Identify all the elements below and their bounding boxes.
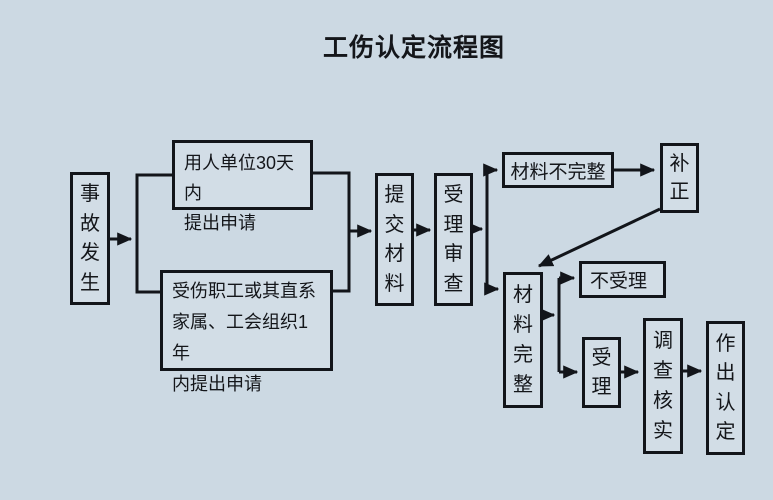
node-submit-materials: 提交材料 [375, 173, 414, 306]
node-materials-complete: 材料完整 [503, 272, 543, 408]
node-accepted: 受理 [582, 337, 621, 408]
node-accident: 事故发生 [70, 172, 110, 305]
page-title: 工伤认定流程图 [322, 34, 506, 62]
node-employer-application: 用人单位30天内 提出申请 [172, 140, 313, 233]
node-not-accepted: 不受理 [579, 261, 666, 298]
arrow-correction-to-complete [537, 207, 661, 268]
node-make-determination: 作出认定 [706, 321, 745, 455]
node-investigate-verify: 调查核实 [643, 318, 683, 454]
node-correction: 补正 [660, 143, 699, 213]
node-materials-incomplete: 材料不完整 [502, 152, 614, 188]
node-acceptance-review: 受理审查 [434, 173, 473, 306]
node-worker-application: 受伤职工或其直系 家属、工会组织1年 内提出申请 [160, 270, 333, 394]
